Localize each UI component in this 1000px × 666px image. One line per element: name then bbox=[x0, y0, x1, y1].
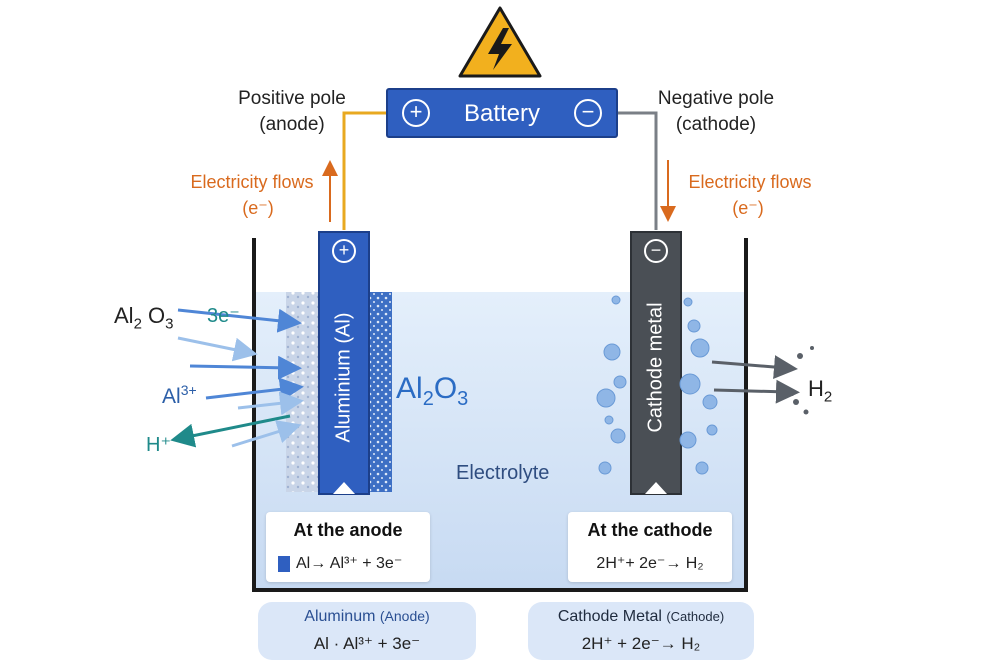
al2o3-left-label: Al2 O3 bbox=[114, 303, 174, 333]
cathode-reaction-box: At the cathode 2H⁺+ 2e⁻→ H₂ bbox=[568, 512, 732, 582]
cathode-box-equation: 2H⁺+ 2e⁻→ H₂ bbox=[596, 555, 704, 572]
h2-arrow-upper bbox=[711, 355, 798, 379]
h-ion-arrow bbox=[170, 414, 291, 448]
positive-pole-label: Positive pole bbox=[238, 88, 346, 109]
minus-icon: − bbox=[574, 99, 602, 127]
bottom-cathode-summary: Cathode Metal (Cathode) 2H⁺ + 2e⁻→ H₂ bbox=[528, 602, 754, 660]
anode-plus-icon: + bbox=[332, 239, 356, 263]
oxide-layer-right bbox=[368, 292, 392, 492]
h-ion-label: H⁺ bbox=[146, 434, 171, 456]
anode-reaction-box: At the anode Al→ Al³⁺ + 3e⁻ bbox=[266, 512, 430, 582]
high-voltage-warning-icon bbox=[458, 6, 542, 78]
bottom-anode-equation: Al · Al³⁺ + 3e⁻ bbox=[313, 634, 421, 653]
h2-label: H2 bbox=[808, 376, 833, 406]
electrons-label: 3e⁻ bbox=[207, 305, 240, 327]
cathode-minus-icon: − bbox=[644, 239, 668, 263]
al-ion-arrow bbox=[205, 377, 304, 402]
tank bbox=[252, 238, 748, 592]
cathode-electrode bbox=[630, 231, 682, 495]
electron-arrow bbox=[177, 308, 302, 333]
bottom-cathode-title: Cathode Metal (Cathode) bbox=[557, 608, 725, 625]
bottom-cathode-equation: 2H⁺ + 2e⁻→ H₂ bbox=[581, 634, 701, 653]
battery: + Battery − bbox=[386, 88, 618, 138]
h2-arrow-lower bbox=[713, 379, 800, 404]
right-flow-electron: (e⁻) bbox=[732, 198, 764, 218]
anode-label: Aluminium (Al) bbox=[332, 312, 355, 443]
negative-pole-sub: (cathode) bbox=[675, 114, 757, 135]
electrolyte-label: Electrolyte bbox=[456, 462, 550, 484]
bottom-anode-summary: Aluminum (Anode) Al · Al³⁺ + 3e⁻ bbox=[258, 602, 476, 660]
right-flow-label: Electricity flows bbox=[688, 172, 812, 192]
anode-box-equation: Al→ Al³⁺ + 3e⁻ bbox=[296, 555, 403, 572]
al-ion-label: Al3+ bbox=[162, 382, 197, 408]
hydrogen-bubbles bbox=[596, 295, 718, 475]
positive-wire bbox=[342, 111, 386, 230]
left-flow-label: Electricity flows bbox=[190, 172, 314, 192]
aluminium-swatch bbox=[278, 556, 290, 572]
cathode-box-title: At the cathode bbox=[587, 520, 713, 540]
left-flow-electron: (e⁻) bbox=[242, 198, 274, 218]
cell-oxide-label: Al2O3 bbox=[396, 372, 469, 410]
negative-wire bbox=[614, 111, 658, 230]
battery-label: Battery bbox=[463, 100, 541, 127]
positive-pole-sub: (anode) bbox=[259, 114, 325, 135]
negative-pole-label: Negative pole bbox=[657, 88, 775, 109]
anode-electrode bbox=[318, 231, 370, 495]
cathode-label: Cathode metal bbox=[644, 302, 667, 433]
oxide-layer-left bbox=[286, 292, 318, 492]
anode-box-title: At the anode bbox=[293, 520, 403, 540]
bottom-anode-title: Aluminum (Anode) bbox=[304, 608, 430, 625]
plus-icon: + bbox=[402, 99, 430, 127]
